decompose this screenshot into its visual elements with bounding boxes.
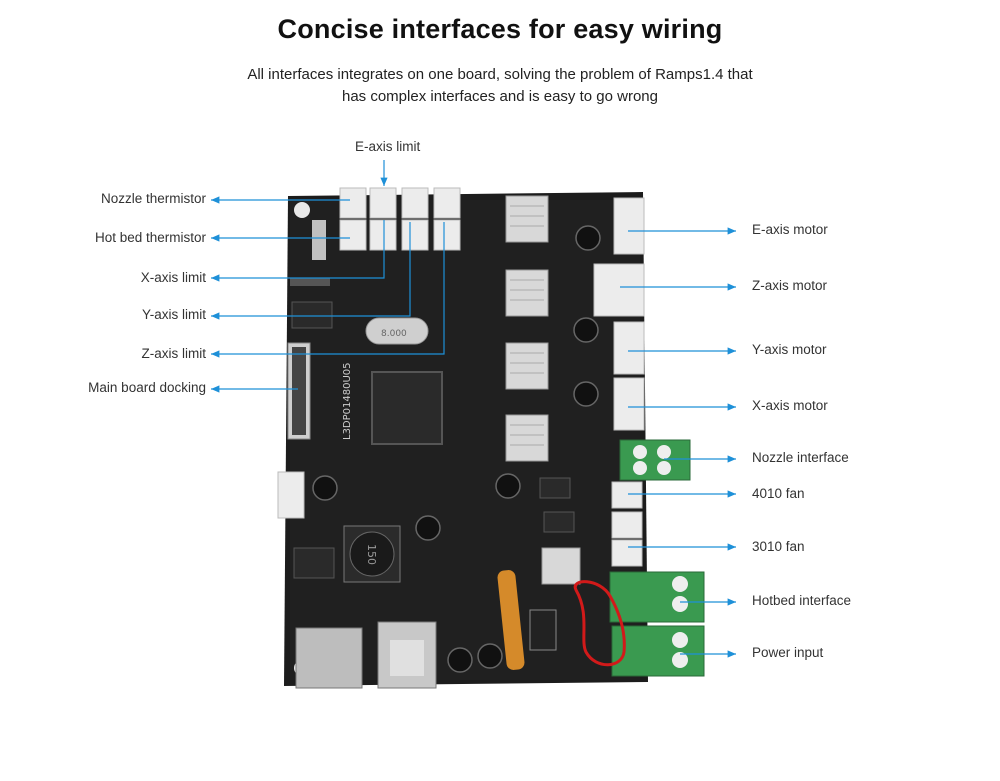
left-connector xyxy=(277,471,305,519)
label-e-axis-limit: E-axis limit xyxy=(355,139,421,154)
subtitle-line-2: has complex interfaces and is easy to go… xyxy=(341,88,658,105)
brand-logo xyxy=(312,220,326,260)
label-4010-fan: 4010 fan xyxy=(752,486,805,501)
fuse xyxy=(497,570,525,670)
inductor-label: 150 xyxy=(365,544,378,565)
capacitors xyxy=(312,225,601,673)
label-3010-fan: 3010 fan xyxy=(752,539,805,554)
mount-hole xyxy=(294,202,310,218)
right-connectors xyxy=(593,197,645,567)
label-x-axis-motor: X-axis motor xyxy=(752,398,828,413)
label-e-axis-motor: E-axis motor xyxy=(752,222,828,237)
label-hotbed-interface: Hotbed interface xyxy=(752,593,852,608)
label-z-axis-motor: Z-axis motor xyxy=(752,278,828,293)
board-id-text: L3DP01480U05 xyxy=(342,362,353,440)
label-main-board-docking: Main board docking xyxy=(88,380,206,395)
screw-terminals xyxy=(609,439,705,677)
label-power-input: Power input xyxy=(752,645,824,660)
highlight-circle xyxy=(573,580,626,667)
label-nozzle-thermistor: Nozzle thermistor xyxy=(100,191,206,206)
label-z-axis-limit: Z-axis limit xyxy=(141,346,207,361)
subtitle-line-1: All interfaces integrates on one board, … xyxy=(247,66,753,83)
sd-card-slot xyxy=(295,627,363,689)
page-subtitle: All interfaces integrates on one board, … xyxy=(200,64,800,108)
mcu-chip xyxy=(371,371,443,445)
label-y-axis-motor: Y-axis motor xyxy=(752,342,827,357)
top-connectors xyxy=(339,187,461,251)
svg-text:8.000: 8.000 xyxy=(381,329,407,339)
label-y-axis-limit: Y-axis limit xyxy=(141,307,206,322)
label-hot-bed-thermistor: Hot bed thermistor xyxy=(94,230,206,245)
page-title: Concise interfaces for easy wiring xyxy=(277,14,723,44)
label-nozzle-interface: Nozzle interface xyxy=(752,450,849,465)
label-x-axis-limit: X-axis limit xyxy=(140,270,206,285)
stepper-heatsinks xyxy=(505,195,581,585)
